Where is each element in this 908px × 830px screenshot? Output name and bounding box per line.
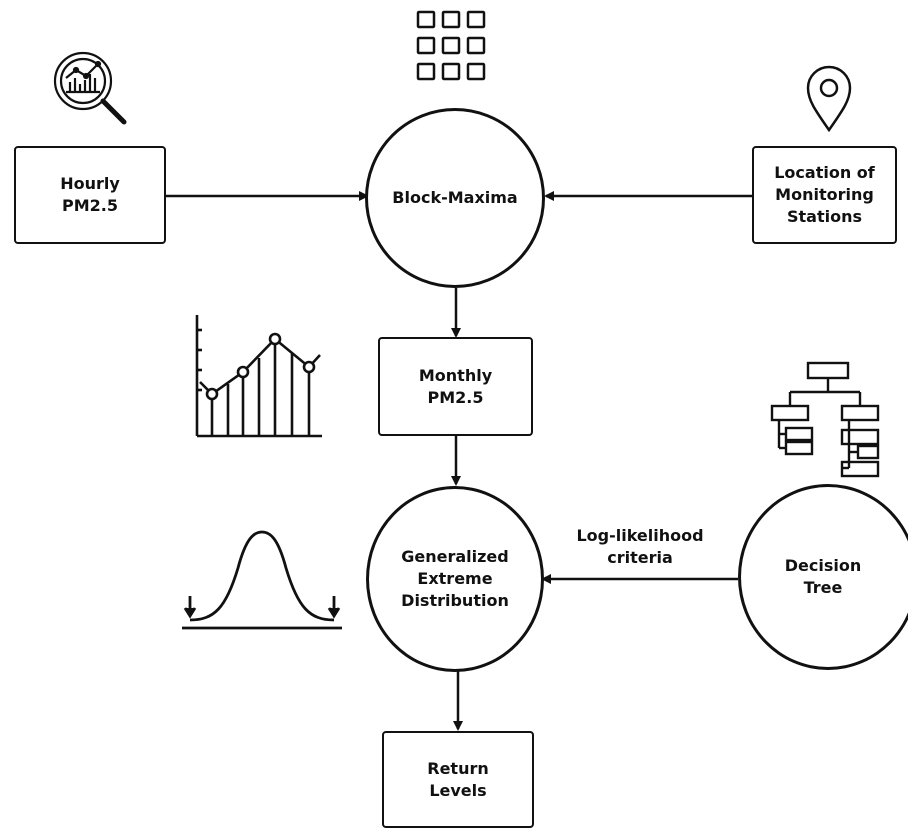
node-monthly-pm25 [378,337,533,436]
node-decision-tree [738,484,908,670]
node-location-of-monitoring-stations [752,146,897,244]
decision-tree-icon [770,361,880,478]
label-monthly-pm25: Monthly PM2.5 [418,365,493,407]
grid-icon [416,10,486,81]
node-generalized-extreme-distribution [366,486,544,672]
label-location-of-monitoring-stations: Location of Monitoring Stations [774,163,875,226]
node-block-maxima [365,108,545,288]
analytics-magnifier-icon [53,51,127,125]
node-return-levels [382,731,534,828]
edge-label-log-likelihood-criteria: Log-likelihood criteria [576,526,704,567]
label-block-maxima: Block-Maxima [392,188,518,207]
label-hourly-pm25: Hourly PM2.5 [60,174,120,215]
bell-curve-icon [182,530,342,630]
node-hourly-pm25 [14,146,166,244]
label-generalized-extreme-distribution: Generalized Extreme Distribution [401,547,509,610]
label-return-levels: Return Levels [427,758,489,800]
label-decision-tree: Decision Tree [784,556,862,597]
line-chart-icon [195,315,322,438]
location-pin-icon [806,65,852,133]
